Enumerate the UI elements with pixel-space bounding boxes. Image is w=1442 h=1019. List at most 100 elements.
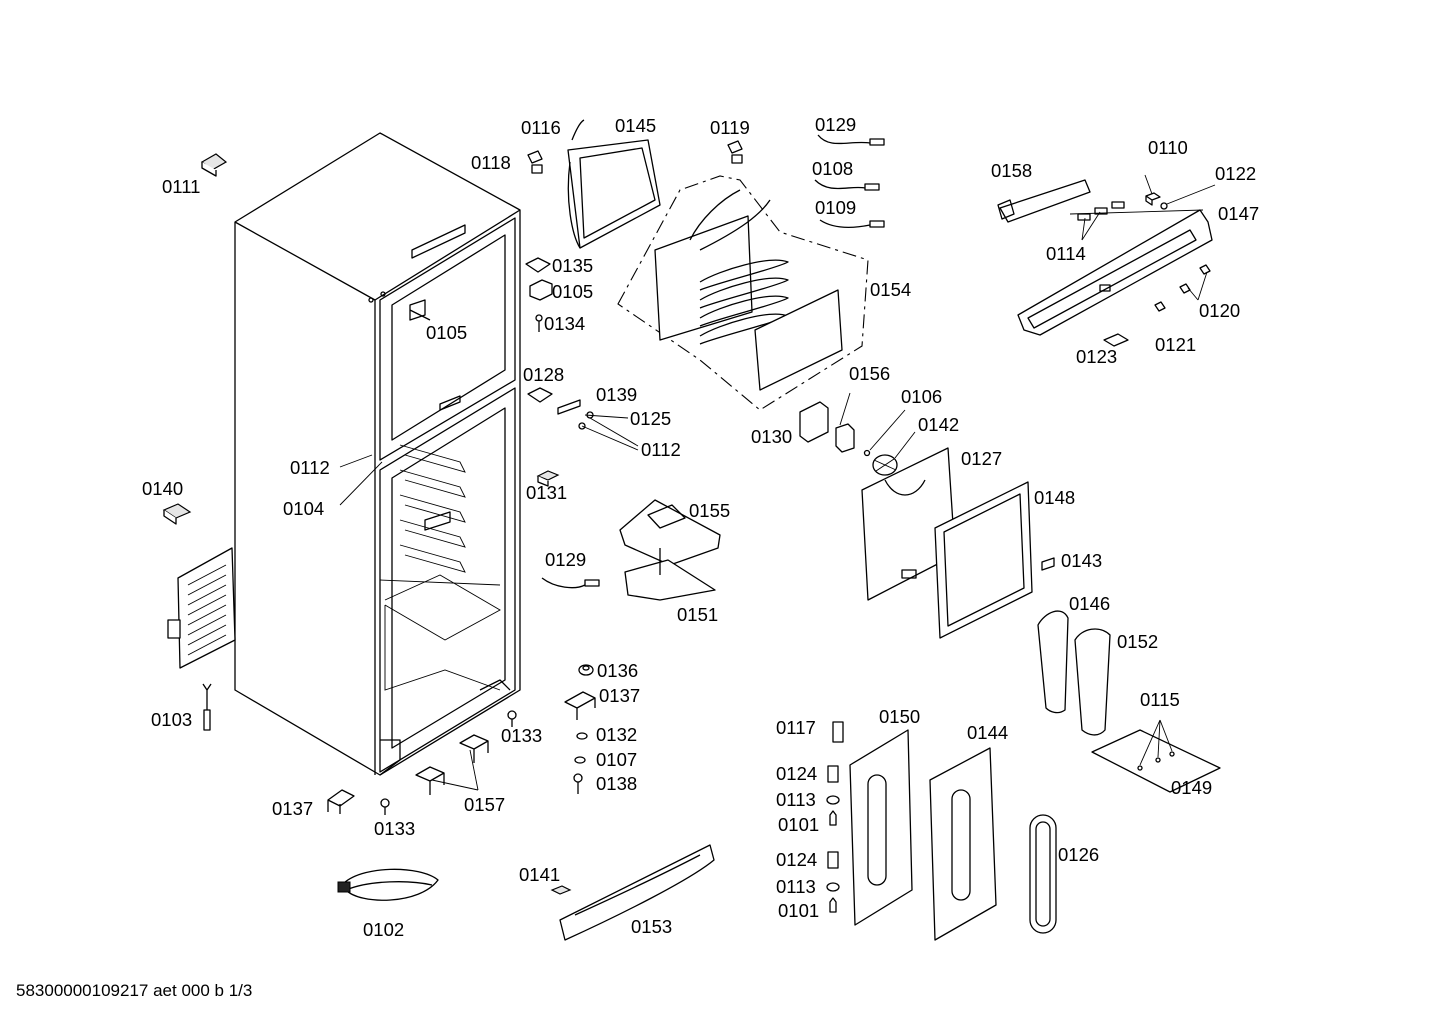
- label-0115: 0115: [1140, 689, 1180, 710]
- part-0152-duct: [1074, 628, 1111, 736]
- part-0123-cover: [1103, 333, 1129, 347]
- part-0110-switch: [1145, 192, 1161, 206]
- label-0105: 0105: [552, 281, 593, 302]
- part-0155-duct: [619, 499, 721, 566]
- label-0117: 0117: [776, 717, 816, 738]
- part-0142-fan-blade: [872, 454, 898, 476]
- part-0145-evaporator-cover: [567, 139, 661, 249]
- label-0135: 0135: [552, 255, 593, 276]
- label-0126: 0126: [1058, 844, 1099, 865]
- part-0144-panel: [929, 747, 997, 941]
- part-0106-washer: [863, 449, 871, 457]
- part-labels: 0111 0116 0145 0119 0129 0108 0109 0118 …: [142, 114, 1259, 940]
- label-0116: 0116: [521, 117, 561, 138]
- label-0153: 0153: [631, 916, 672, 937]
- label-0128: 0128: [523, 364, 564, 385]
- part-0146-duct: [1037, 610, 1069, 714]
- part-0154-evaporator: [617, 175, 869, 411]
- label-0152: 0152: [1117, 631, 1158, 652]
- part-0120-lamp-socket: [1179, 264, 1211, 294]
- part-0151-duct: [624, 548, 716, 601]
- label-0110: 0110: [1148, 137, 1188, 158]
- label-0141: 0141: [519, 864, 560, 885]
- part-0129-sensor-b: [541, 577, 600, 589]
- label-0149: 0149: [1171, 777, 1212, 798]
- label-0129: 0129: [815, 114, 856, 135]
- part-0111-cap: [200, 153, 228, 177]
- part-0116-wire: [571, 119, 585, 141]
- part-0138-screw: [573, 773, 583, 794]
- label-0151: 0151: [677, 604, 718, 625]
- part-0115-plate: [1091, 729, 1221, 793]
- part-0133-screw: [507, 710, 517, 727]
- label-0129: 0129: [545, 549, 586, 570]
- label-0114: 0114: [1046, 243, 1086, 264]
- label-0158: 0158: [991, 160, 1032, 181]
- part-0131-block: [536, 470, 560, 487]
- part-0122-lamp: [1160, 202, 1168, 210]
- label-0106: 0106: [901, 386, 942, 407]
- part-0113b-nut: [826, 882, 840, 892]
- label-0101: 0101: [778, 900, 819, 921]
- part-0139-hinge-pin: [557, 399, 594, 430]
- part-0150-panel: [849, 729, 913, 926]
- label-0107: 0107: [596, 749, 637, 770]
- label-0146: 0146: [1069, 593, 1110, 614]
- label-0102: 0102: [363, 919, 404, 940]
- label-0118: 0118: [471, 152, 511, 173]
- part-0156-motor: [835, 423, 855, 453]
- label-0154: 0154: [870, 279, 911, 300]
- label-0105: 0105: [426, 322, 467, 343]
- part-0137-bracket-left: [327, 789, 355, 814]
- label-0122: 0122: [1215, 163, 1256, 184]
- label-0156: 0156: [849, 363, 890, 384]
- part-0107-washer: [574, 756, 586, 764]
- label-0109: 0109: [815, 197, 856, 218]
- label-0131: 0131: [526, 482, 567, 503]
- label-0155: 0155: [689, 500, 730, 521]
- label-0150: 0150: [879, 706, 920, 727]
- document-footer-id: 58300000109217 aet 000 b 1/3: [16, 981, 253, 1000]
- part-0126-grille: [1029, 814, 1057, 934]
- part-0153-drawer-front: [559, 844, 715, 941]
- part-0158-thermostat: [997, 179, 1091, 223]
- refrigerator-cabinet: [234, 132, 521, 776]
- part-0103-wire: [202, 683, 212, 731]
- part-0140-cap: [162, 503, 192, 525]
- part-0101a-pin: [829, 810, 837, 826]
- part-0147-control-housing: [1017, 209, 1213, 336]
- label-0136: 0136: [597, 660, 638, 681]
- part-0130-bracket: [799, 401, 829, 443]
- label-0130: 0130: [751, 426, 792, 447]
- label-0104: 0104: [283, 498, 324, 519]
- label-0147: 0147: [1218, 203, 1259, 224]
- part-0137-bracket: [564, 691, 596, 720]
- leader-lines: [339, 174, 1216, 791]
- part-0134-screw: [535, 314, 543, 332]
- part-0101b-pin: [829, 897, 837, 913]
- label-0144: 0144: [967, 722, 1008, 743]
- part-0128-plate: [527, 387, 553, 403]
- label-0157: 0157: [464, 794, 505, 815]
- label-0103: 0103: [151, 709, 192, 730]
- part-0121-plug: [1154, 301, 1166, 312]
- part-0135-plate: [525, 257, 551, 273]
- part-0143-pad: [1041, 557, 1055, 571]
- label-0137: 0137: [272, 798, 313, 819]
- label-0140: 0140: [142, 478, 183, 499]
- part-0103-condenser-grille: [167, 547, 236, 669]
- label-0124: 0124: [776, 849, 817, 870]
- part-0113a-nut: [826, 795, 840, 805]
- label-0111: 0111: [162, 176, 200, 197]
- part-0119-clip: [727, 140, 743, 164]
- label-0142: 0142: [918, 414, 959, 435]
- label-0127: 0127: [961, 448, 1002, 469]
- label-0101: 0101: [778, 814, 819, 835]
- label-0134: 0134: [544, 313, 585, 334]
- label-0125: 0125: [630, 408, 671, 429]
- part-0105-bracket: [529, 279, 553, 301]
- part-0132-washer: [576, 732, 588, 740]
- part-0124b-block: [827, 851, 839, 869]
- label-0113: 0113: [776, 876, 816, 897]
